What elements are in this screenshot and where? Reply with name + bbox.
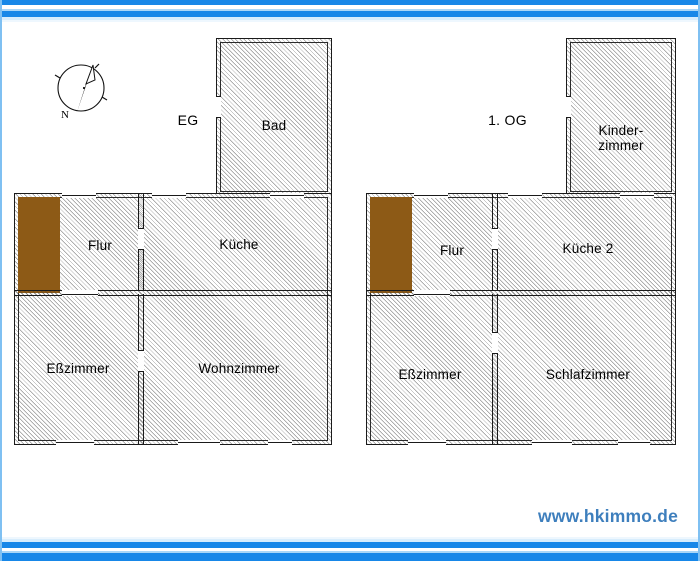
window-sill-og1-top-2 [508,195,542,196]
room-label-esszimmer2: Eßzimmer [398,367,462,382]
room-label-kueche: Küche [219,237,259,252]
window-sill-eg-top-1 [62,195,96,196]
partition-wall-horizontal-og1 [367,290,675,296]
room-label-bad: Bad [261,118,287,133]
door-jamb-ez-wz-a [138,350,144,351]
door-jamb-f2-k2-a [492,228,498,229]
border-stripe-bottom-5 [0,551,700,553]
border-stripe-top-4 [0,11,700,17]
door-opening-bad-left [216,96,221,118]
window-sill-eg-bottom-3 [268,442,292,443]
window-sill-og1-top-3 [620,195,654,196]
border-stripe-bottom-1 [0,537,700,539]
door-opening-flur-kueche [138,228,144,250]
highlight-area-eg [18,197,60,293]
room-label-kueche2: Küche 2 [562,241,614,256]
window-sill-og1-bottom-3 [618,442,650,443]
border-edge-left [0,0,2,561]
floor-label-og1: 1. OG [488,112,527,128]
border-stripe-bottom-3 [0,542,700,548]
door-opening-kinderzimmer-left [566,96,571,118]
floor-outline-og1 [366,193,676,445]
border-stripe-top-1 [0,0,700,5]
compass-north-label: N [61,109,69,121]
floor-label-eg: EG [177,112,199,128]
border-stripe-bottom-6 [0,553,700,561]
window-sill-og1-bottom-1 [408,442,446,443]
compass-icon [54,63,108,112]
door-jamb-bad-b [216,117,221,118]
room-label-schlafzimmer: Schlafzimmer [545,367,631,382]
room-label-flur: Flur [87,238,113,253]
door-opening-flur-esszimmer [62,290,98,296]
window-sill-og1-top-1 [414,195,448,196]
border-stripe-bottom-4 [0,548,700,551]
door-jamb-flur-kueche-b [138,249,144,250]
partition-wall-esszimmer2-schlafzimmer [492,294,498,444]
door-jamb-f2-k2-b [492,249,498,250]
floor-plan-og1: 1. OG Kinder- zimmer [350,0,700,561]
floor-outline-eg [14,193,332,445]
door-lintel-flur-esszimmer [62,294,98,295]
door-jamb-kz-a [566,96,571,97]
door-jamb-flur-kueche-a [138,228,144,229]
watermark-url: www.hkimmo.de [537,506,678,526]
room-label-wohnzimmer: Wohnzimmer [198,361,280,376]
door-jamb-bad-a [216,96,221,97]
door-jamb-kz-b [566,117,571,118]
door-jamb-ez2-sz-b [492,353,498,354]
floor-plan-eg: EG Bad [14,38,332,445]
border-stripe-top-6 [0,20,700,22]
room-label-kinderzimmer: Kinder- zimmer [598,123,644,153]
door-opening-flur2-kueche2 [492,228,498,250]
room-label-flur2: Flur [439,243,465,258]
window-sill-og1-bottom-2 [532,442,572,443]
room-bad [216,38,332,196]
room-label-esszimmer: Eßzimmer [46,361,110,376]
highlight-area-og1 [370,197,412,293]
door-opening-esszimmer-wohnzimmer [138,350,144,372]
door-opening-esszimmer2-schlafzimmer [492,332,498,354]
room-kinderzimmer [566,38,676,196]
compass-rose: N [50,58,112,126]
border-stripe-top-3 [0,9,700,11]
window-sill-eg-bottom-2 [178,442,220,443]
partition-wall-horizontal-eg [15,290,331,296]
window-sill-eg-bottom-1 [56,442,94,443]
door-lintel-flur2-esszimmer2 [414,294,450,295]
door-jamb-ez2-sz-a [492,332,498,333]
border-stripe-top-2 [0,5,700,9]
door-opening-flur2-esszimmer2 [414,290,450,296]
window-sill-eg-top-3 [270,195,304,196]
window-sill-eg-top-2 [152,195,186,196]
door-jamb-ez-wz-b [138,371,144,372]
border-stripe-top-5 [0,17,700,20]
border-edge-right [698,0,700,561]
border-stripe-bottom-2 [0,539,700,542]
